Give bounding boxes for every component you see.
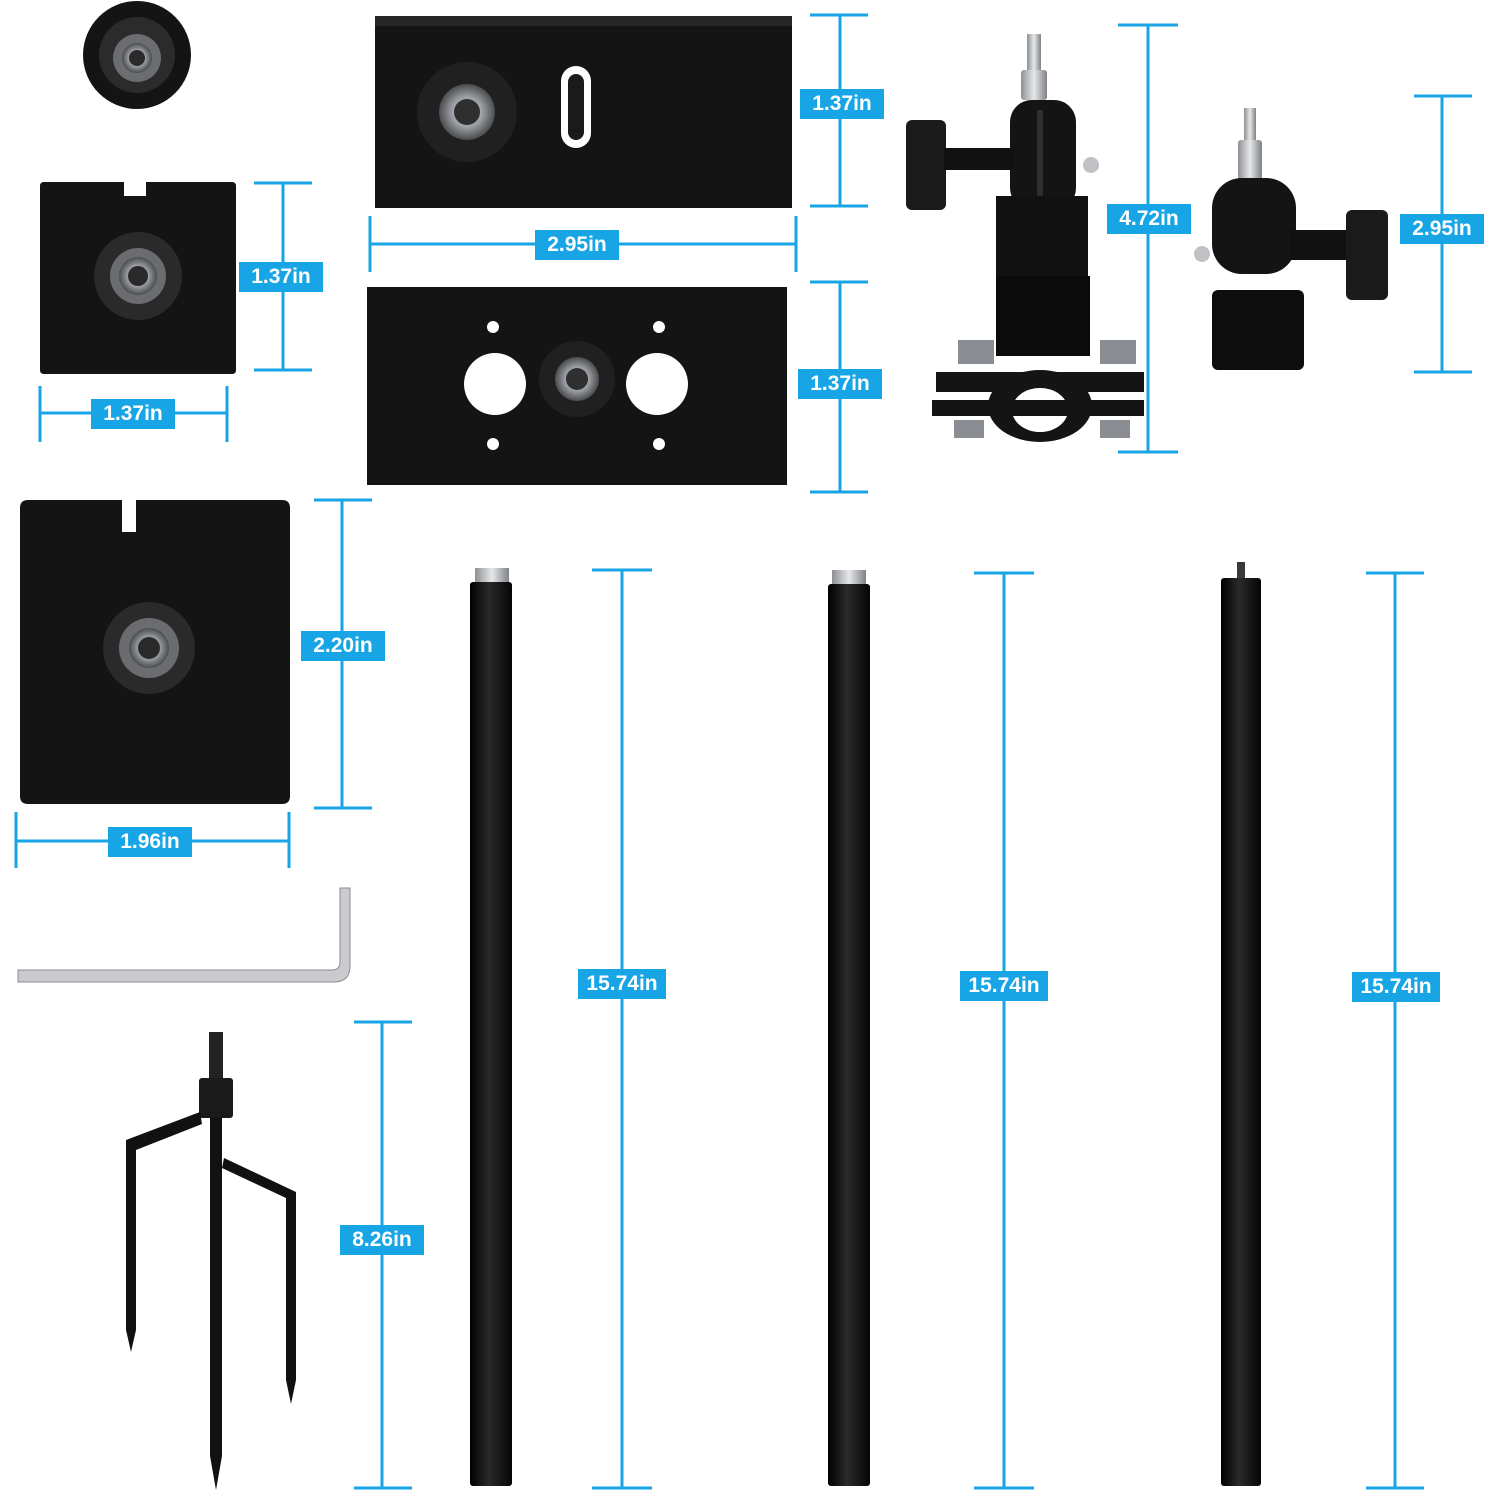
pole-1-length-label: 15.74in	[578, 969, 666, 999]
extension-pole-3	[1221, 562, 1261, 1486]
middle-rectangular-plate	[367, 287, 787, 485]
small-square-plate	[40, 182, 236, 374]
hex-key	[17, 887, 351, 983]
ball-mount-height-label: 2.95in	[1400, 214, 1484, 244]
extension-pole-1	[470, 568, 512, 1486]
large-square-plate	[20, 500, 290, 804]
ground-spike	[126, 1032, 296, 1490]
top-plate-width-label: 2.95in	[535, 230, 619, 260]
top-plate-height-label: 1.37in	[800, 89, 884, 119]
small-plate-width-label: 1.37in	[91, 399, 175, 429]
small-plate-height-label: 1.37in	[239, 262, 323, 292]
spike-length-label: 8.26in	[340, 1225, 424, 1255]
dimension-lines	[14, 13, 1472, 1490]
large-plate-width-label: 1.96in	[108, 827, 192, 857]
round-adapter	[83, 1, 191, 109]
top-rectangular-plate	[375, 16, 792, 208]
clamp-mount	[906, 34, 1144, 442]
middle-plate-height-label: 1.37in	[798, 369, 882, 399]
large-plate-height-label: 2.20in	[301, 631, 385, 661]
pole-3-length-label: 15.74in	[1352, 972, 1440, 1002]
ball-head-mount	[1194, 108, 1388, 370]
clamp-mount-height-label: 4.72in	[1107, 204, 1191, 234]
pole-2-length-label: 15.74in	[960, 971, 1048, 1001]
extension-pole-2	[828, 570, 870, 1486]
